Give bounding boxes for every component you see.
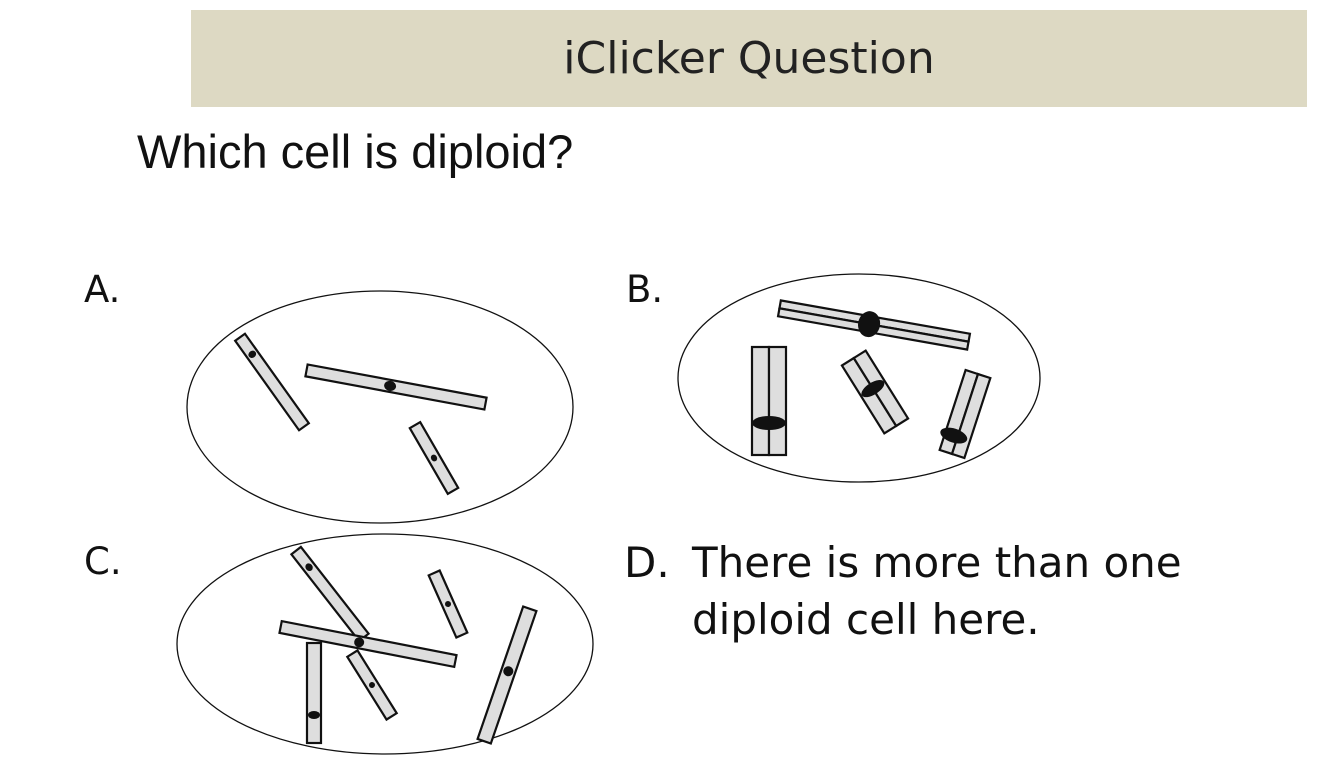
- option-d[interactable]: D. There is more than one diploid cell he…: [624, 534, 1304, 648]
- option-a-label[interactable]: A.: [84, 268, 121, 311]
- slide-header: iClicker Question: [191, 10, 1307, 107]
- option-d-label: D.: [624, 538, 670, 587]
- slide-title: iClicker Question: [563, 33, 935, 84]
- option-d-text-line1: There is more than one: [692, 538, 1182, 587]
- option-c-label[interactable]: C.: [84, 540, 122, 583]
- question-text: Which cell is diploid?: [137, 125, 574, 178]
- option-d-text-line2: diploid cell here.: [692, 595, 1040, 644]
- option-b-label[interactable]: B.: [626, 268, 664, 311]
